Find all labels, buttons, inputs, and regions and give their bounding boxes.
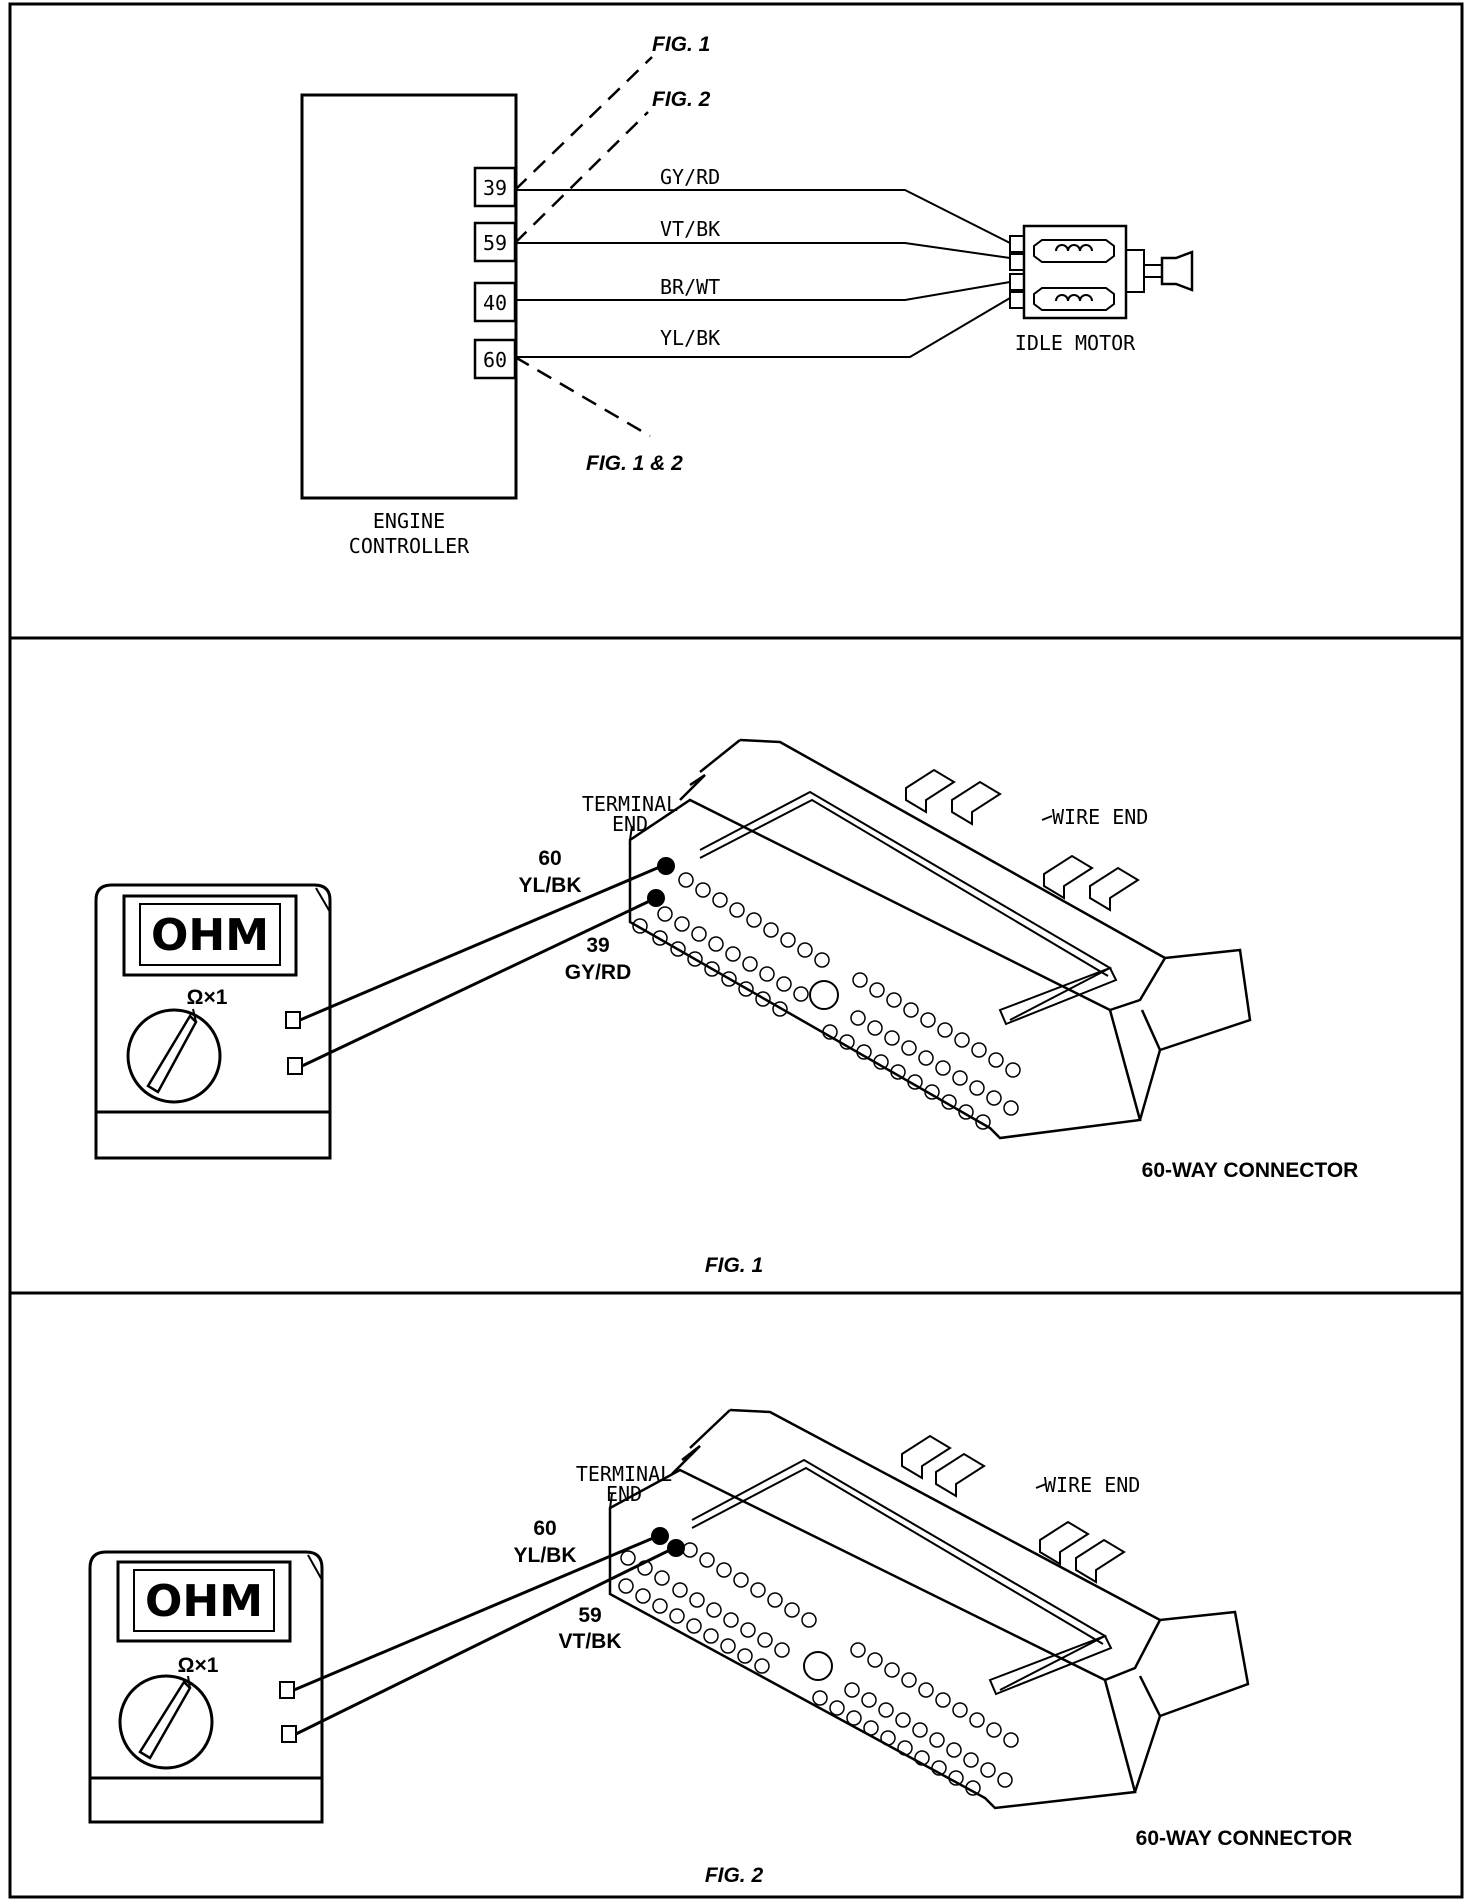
wire-end-label: WIRE END [1044, 1473, 1140, 1497]
pin-box-60 [473, 338, 517, 380]
probe-jack [281, 1725, 297, 1743]
probe-contact [647, 889, 665, 907]
fig1-panel: OHM Ω×1 [94, 738, 1359, 1277]
probe-b-pin: 59 [578, 1604, 601, 1627]
wire-end-leader [1041, 815, 1053, 821]
probe-a-wire: YL/BK [519, 874, 582, 897]
outer-frame [8, 2, 1464, 1899]
probe-a-wire: YL/BK [514, 1544, 577, 1567]
leader-fig2 [514, 111, 649, 244]
fig2-panel: OHM Ω×1 [88, 1408, 1353, 1887]
probe-jack [285, 1011, 301, 1029]
wiring-schematic: ENGINE CONTROLLER 39 59 40 60 GY/RD VT/B… [300, 33, 1194, 558]
terminal-end-leader [629, 825, 633, 841]
ohmmeter: OHM Ω×1 [88, 1550, 324, 1824]
terminal-end-line1: TERMINAL [582, 792, 678, 816]
leader-fig12 [514, 355, 651, 438]
meter-range: Ω×1 [178, 1654, 219, 1677]
pin-label: 60 [483, 348, 507, 372]
meter-range: Ω×1 [187, 986, 228, 1009]
pin-box-39 [473, 166, 517, 208]
probe-contact [651, 1527, 669, 1545]
terminal-end-line1: TERMINAL [576, 1462, 672, 1486]
wire-end-leader [1035, 1483, 1047, 1489]
probe-b-wire: GY/RD [565, 961, 632, 984]
pin-label: 39 [483, 176, 507, 200]
ohmmeter: OHM Ω×1 [94, 883, 332, 1160]
pin-label: 40 [483, 291, 507, 315]
wire-label: YL/BK [660, 326, 720, 350]
terminal-end-line2: END [606, 1482, 642, 1506]
wire-label: VT/BK [660, 217, 720, 241]
motor-label: IDLE MOTOR [1015, 331, 1136, 355]
wire-yl-bk [515, 297, 1011, 358]
probe-jack [287, 1057, 303, 1075]
wire-gy-rd [515, 189, 1011, 244]
range-knob [118, 1674, 214, 1770]
range-knob [126, 1008, 222, 1104]
controller-label-line1: ENGINE [373, 509, 445, 533]
ref-fig12: FIG. 1 & 2 [586, 452, 683, 475]
pin-box-40 [473, 281, 517, 323]
figure-caption: FIG. 1 [705, 1254, 763, 1277]
probe-contact [657, 857, 675, 875]
connector-60way [628, 738, 1252, 1140]
ref-fig2: FIG. 2 [652, 88, 711, 111]
probe-a-pin: 60 [533, 1517, 556, 1540]
meter-display: OHM [151, 910, 269, 961]
probe-a-pin: 60 [538, 847, 561, 870]
wire-end-label: WIRE END [1052, 805, 1148, 829]
probe-lead-a [299, 864, 663, 1022]
wire-label: BR/WT [660, 275, 720, 299]
probe-b-wire: VT/BK [559, 1630, 622, 1653]
wire-br-wt [515, 281, 1011, 301]
terminal-end-line2: END [612, 812, 648, 836]
probe-lead-b [301, 896, 657, 1068]
leader-fig1 [514, 56, 653, 191]
figure-caption: FIG. 2 [705, 1864, 764, 1887]
terminal-end-leader [609, 1493, 613, 1509]
controller-label-line2: CONTROLLER [349, 534, 470, 558]
probe-b-pin: 39 [586, 934, 609, 957]
connector-pins [618, 1527, 1019, 1796]
probe-lead-a [293, 1534, 659, 1692]
probe-contact [667, 1539, 685, 1557]
idle-motor [1009, 224, 1194, 320]
wire-label: GY/RD [660, 165, 720, 189]
ref-fig1: FIG. 1 [652, 33, 710, 56]
probe-jack [279, 1681, 295, 1699]
connector-label: 60-WAY CONNECTOR [1142, 1159, 1359, 1182]
connector-label: 60-WAY CONNECTOR [1136, 1827, 1353, 1850]
meter-display: OHM [145, 1576, 263, 1627]
connector-60way [608, 1408, 1250, 1810]
pin-label: 59 [483, 231, 507, 255]
connector-pins [632, 857, 1021, 1130]
wire-vt-bk [515, 242, 1011, 259]
